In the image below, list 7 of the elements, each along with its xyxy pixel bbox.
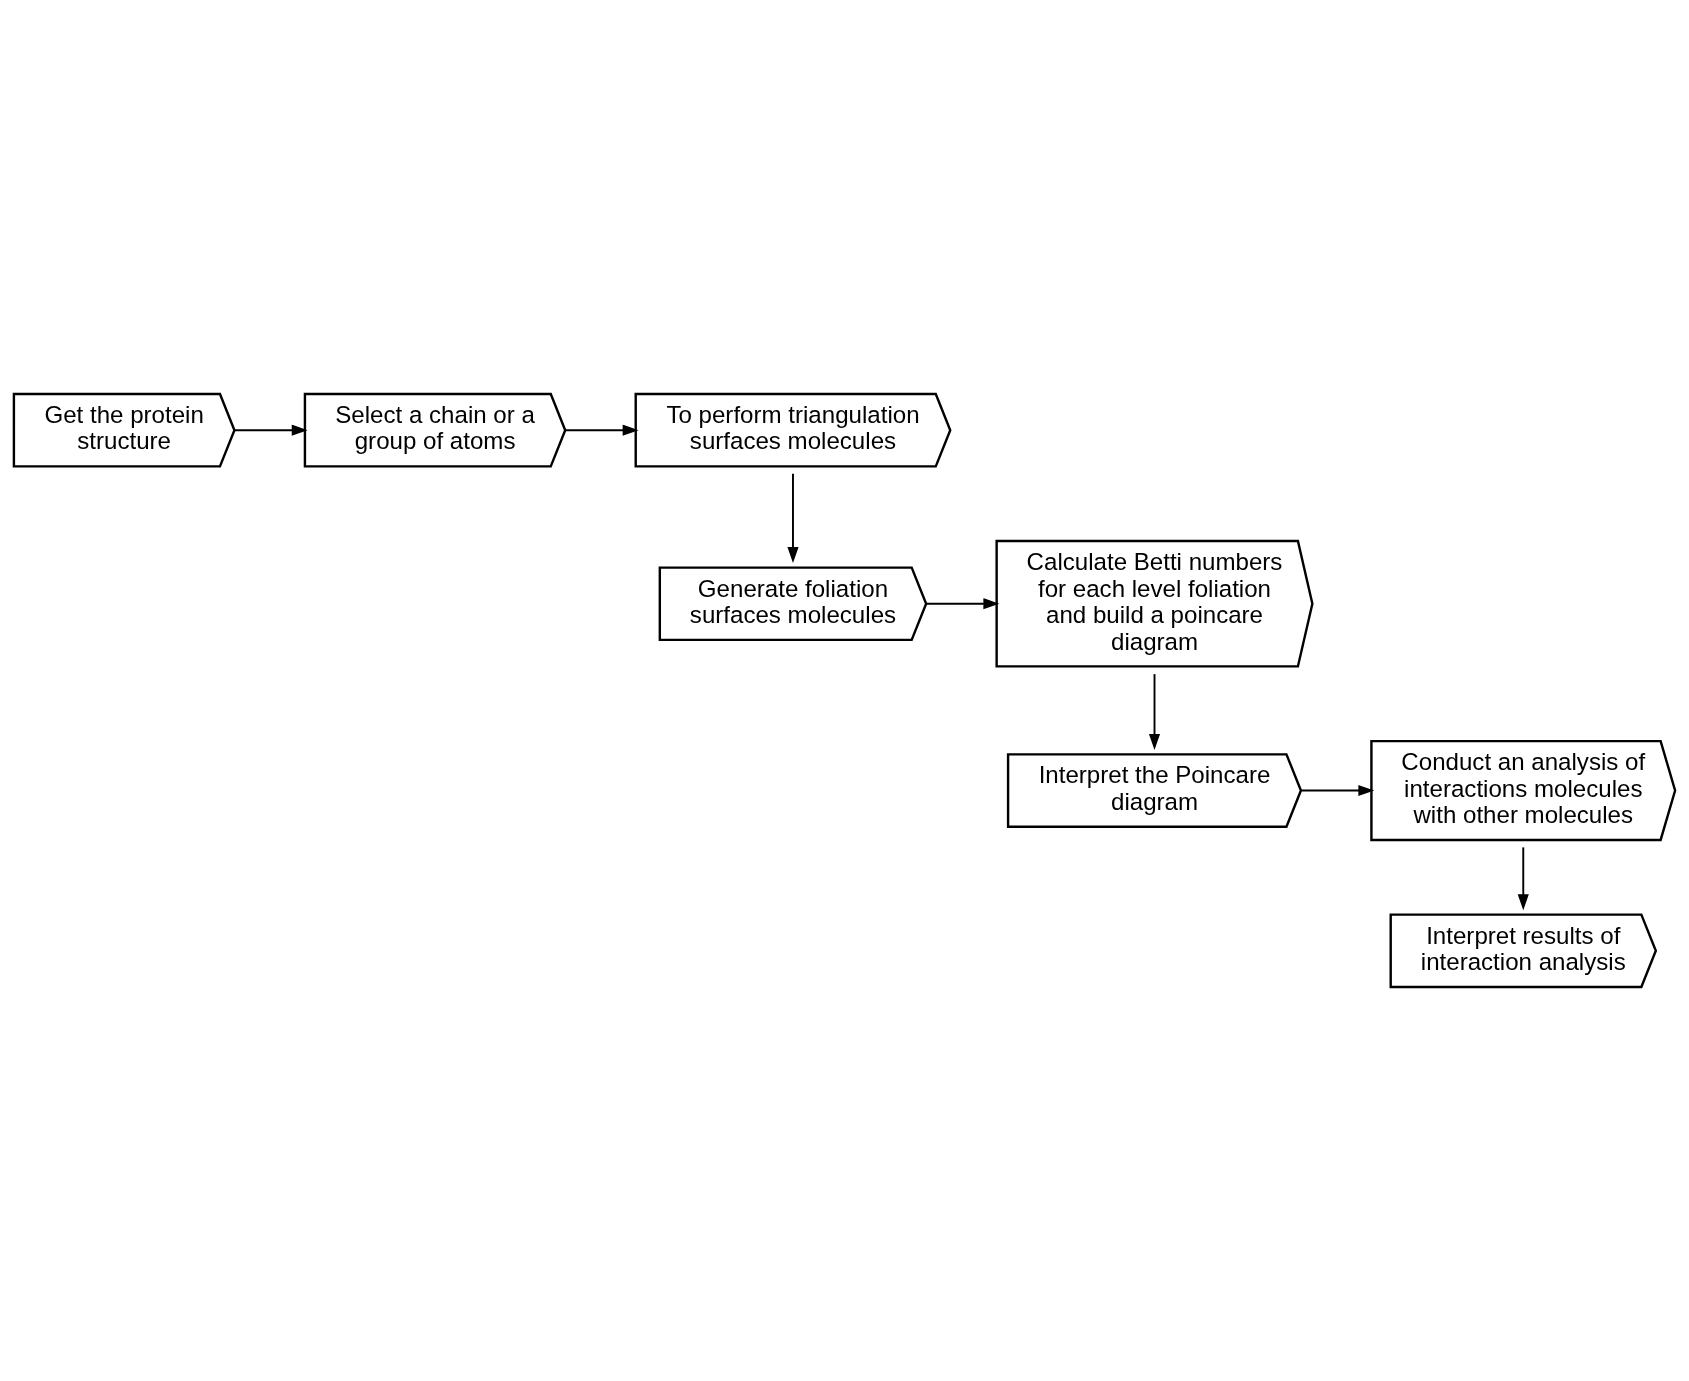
arrow <box>1148 673 1161 750</box>
arrow <box>564 424 639 436</box>
arrow <box>233 424 308 436</box>
arrow <box>1517 846 1529 911</box>
arrow <box>1300 784 1375 797</box>
arrow <box>925 598 1000 610</box>
arrow <box>787 472 799 564</box>
